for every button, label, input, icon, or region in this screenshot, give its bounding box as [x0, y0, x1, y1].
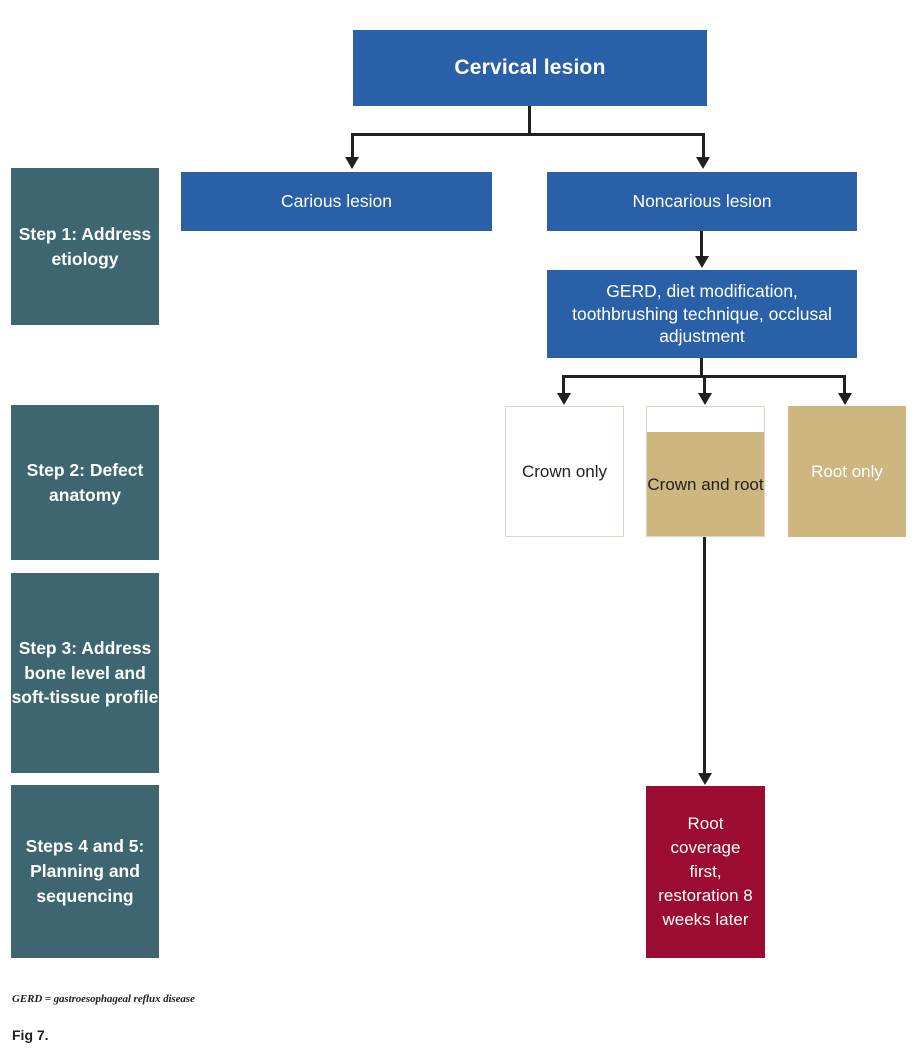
connector-actions-to-crown-only — [562, 375, 565, 395]
arrowhead-to-root-only — [838, 393, 852, 405]
step-label-4-5: Steps 4 and 5: Planning and sequencing — [11, 785, 159, 958]
node-crown-and-root: Crown and root — [646, 406, 765, 537]
crown-and-root-crown-portion — [646, 406, 765, 432]
connector-noncarious-to-actions — [700, 231, 703, 258]
connector-actions-stem — [700, 358, 703, 378]
arrowhead-to-noncarious — [696, 157, 710, 169]
arrowhead-to-actions — [695, 256, 709, 268]
node-outcome: Root coverage first, restoration 8 weeks… — [646, 786, 765, 958]
connector-actions-to-root-only — [843, 375, 846, 395]
arrowhead-to-crown-only — [557, 393, 571, 405]
node-carious-lesion: Carious lesion — [181, 172, 492, 231]
step-label-3: Step 3: Address bone level and soft-tiss… — [11, 573, 159, 773]
step-label-2-text: Step 2: Defect anatomy — [26, 459, 144, 505]
step-label-3-text: Step 3: Address bone level and soft-tiss… — [11, 637, 159, 708]
step-label-4-5-text: Steps 4 and 5: Planning and sequencing — [25, 836, 145, 906]
node-outcome-text: Root coverage first, restoration 8 weeks… — [658, 813, 753, 930]
node-noncarious-lesion-text: Noncarious lesion — [632, 191, 772, 212]
connector-root-to-carious — [351, 133, 354, 159]
node-crown-only-text: Crown only — [521, 461, 608, 481]
node-carious-lesion-text: Carious lesion — [281, 191, 392, 212]
node-cervical-lesion-text: Cervical lesion — [454, 55, 606, 79]
connector-root-stem — [528, 106, 531, 136]
node-crown-only: Crown only — [505, 406, 624, 537]
node-crown-and-root-text: Crown and root — [647, 474, 764, 494]
figure-label: Fig 7. — [12, 1027, 49, 1043]
connector-root-to-noncarious — [702, 133, 705, 159]
arrowhead-to-outcome — [698, 773, 712, 785]
node-etiology-actions: GERD, diet modification, toothbrushing t… — [547, 270, 857, 358]
step-label-1: Step 1: Address etiology — [11, 168, 159, 325]
node-etiology-actions-text: GERD, diet modification, toothbrushing t… — [572, 281, 832, 347]
connector-root-bar — [351, 133, 705, 136]
step-label-1-text: Step 1: Address etiology — [18, 223, 152, 269]
abbreviation-legend: GERD = gastroesophageal reflux disease — [12, 993, 195, 1005]
node-root-only-text: Root only — [811, 461, 883, 481]
arrowhead-to-crown-and-root — [698, 393, 712, 405]
node-cervical-lesion: Cervical lesion — [353, 30, 707, 106]
arrowhead-to-carious — [345, 157, 359, 169]
connector-crown-and-root-to-outcome — [703, 537, 706, 775]
node-noncarious-lesion: Noncarious lesion — [547, 172, 857, 231]
node-root-only: Root only — [788, 406, 906, 537]
connector-actions-to-crown-and-root — [703, 375, 706, 395]
step-label-2: Step 2: Defect anatomy — [11, 405, 159, 560]
